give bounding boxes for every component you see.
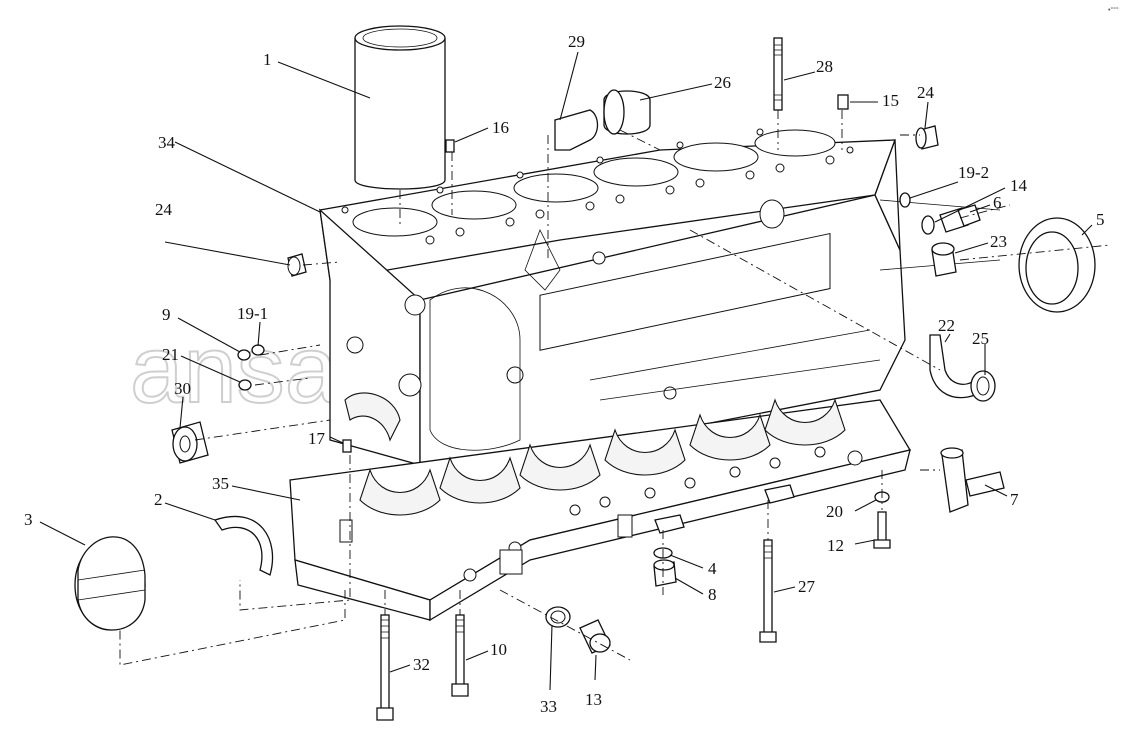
callout-12: 12 xyxy=(827,536,844,555)
callout-21: 21 xyxy=(162,345,179,364)
washer-14 xyxy=(921,215,935,235)
cap-23 xyxy=(931,242,957,277)
callout-25: 25 xyxy=(972,329,989,348)
ring-9 xyxy=(237,349,251,361)
dowel-pin-16 xyxy=(445,139,455,153)
bolt-12 xyxy=(873,511,891,549)
seal-ring-33 xyxy=(545,606,571,628)
sleeve-8 xyxy=(653,559,677,587)
nut-25 xyxy=(970,370,996,402)
o-ring-19-2 xyxy=(899,192,911,208)
callout-26: 26 xyxy=(714,73,731,92)
callout-5: 5 xyxy=(1096,210,1105,229)
stud-28 xyxy=(773,37,783,111)
water-elbow-29 xyxy=(554,109,599,151)
callout-20: 20 xyxy=(826,502,843,521)
callout-6: 6 xyxy=(993,193,1002,212)
callout-32: 32 xyxy=(413,655,430,674)
callout-19-1: 19-1 xyxy=(237,304,268,323)
callout-33: 33 xyxy=(540,697,557,716)
ring-21 xyxy=(238,379,252,391)
ring-19-1 xyxy=(251,344,265,356)
cylinder-block xyxy=(319,128,1001,466)
callout-7: 7 xyxy=(1010,490,1019,509)
callout-24-left: 24 xyxy=(155,200,173,219)
callout-17: 17 xyxy=(308,429,326,448)
expansion-plug-26 xyxy=(603,89,651,135)
pin-17 xyxy=(342,439,352,453)
thrust-washer-2 xyxy=(213,515,274,576)
rear-oil-seal-5 xyxy=(1018,217,1096,313)
plug-bolt-6 xyxy=(939,204,981,233)
callout-30: 30 xyxy=(174,379,191,398)
callout-4: 4 xyxy=(708,559,717,578)
plug-30 xyxy=(171,421,209,464)
callout-15: 15 xyxy=(882,91,899,110)
cap-clip xyxy=(654,514,685,534)
callout-27: 27 xyxy=(798,577,816,596)
callout-35: 35 xyxy=(212,474,229,493)
callout-22: 22 xyxy=(938,316,955,335)
cap-clip xyxy=(764,484,795,504)
callout-24-right: 24 xyxy=(917,83,935,102)
assembly-centerlines xyxy=(119,110,1111,666)
callout-1: 1 xyxy=(263,50,272,69)
callout-28: 28 xyxy=(816,57,833,76)
plug-24-right xyxy=(915,125,939,150)
callout-16: 16 xyxy=(492,118,509,137)
main-bolt-27 xyxy=(759,539,777,643)
callout-8: 8 xyxy=(708,585,717,604)
callout-10: 10 xyxy=(490,640,507,659)
corner-mark: •°°° xyxy=(1108,6,1119,14)
leader-lines xyxy=(39,51,1093,691)
plug-24-left xyxy=(287,253,307,277)
bolt-10 xyxy=(451,614,469,697)
callout-9: 9 xyxy=(162,305,171,324)
callout-34: 34 xyxy=(158,133,176,152)
callout-labels: 1 2 3 4 5 6 7 8 9 10 12 13 14 15 16 17 1… xyxy=(24,32,1105,716)
cylinder-liner xyxy=(354,25,446,190)
callout-29: 29 xyxy=(568,32,585,51)
drain-plug-13 xyxy=(579,619,611,654)
pipe-22 xyxy=(929,334,976,399)
piston-cooling-nozzle-7 xyxy=(940,447,1005,513)
callout-23: 23 xyxy=(990,232,1007,251)
callout-13: 13 xyxy=(585,690,602,709)
callout-3: 3 xyxy=(24,510,33,529)
callout-14: 14 xyxy=(1010,176,1028,195)
callout-2: 2 xyxy=(154,490,163,509)
bolt-32 xyxy=(376,614,394,721)
main-bearing-shell-3 xyxy=(74,536,146,631)
pin-15 xyxy=(837,94,849,110)
callout-19-2: 19-2 xyxy=(958,163,989,182)
